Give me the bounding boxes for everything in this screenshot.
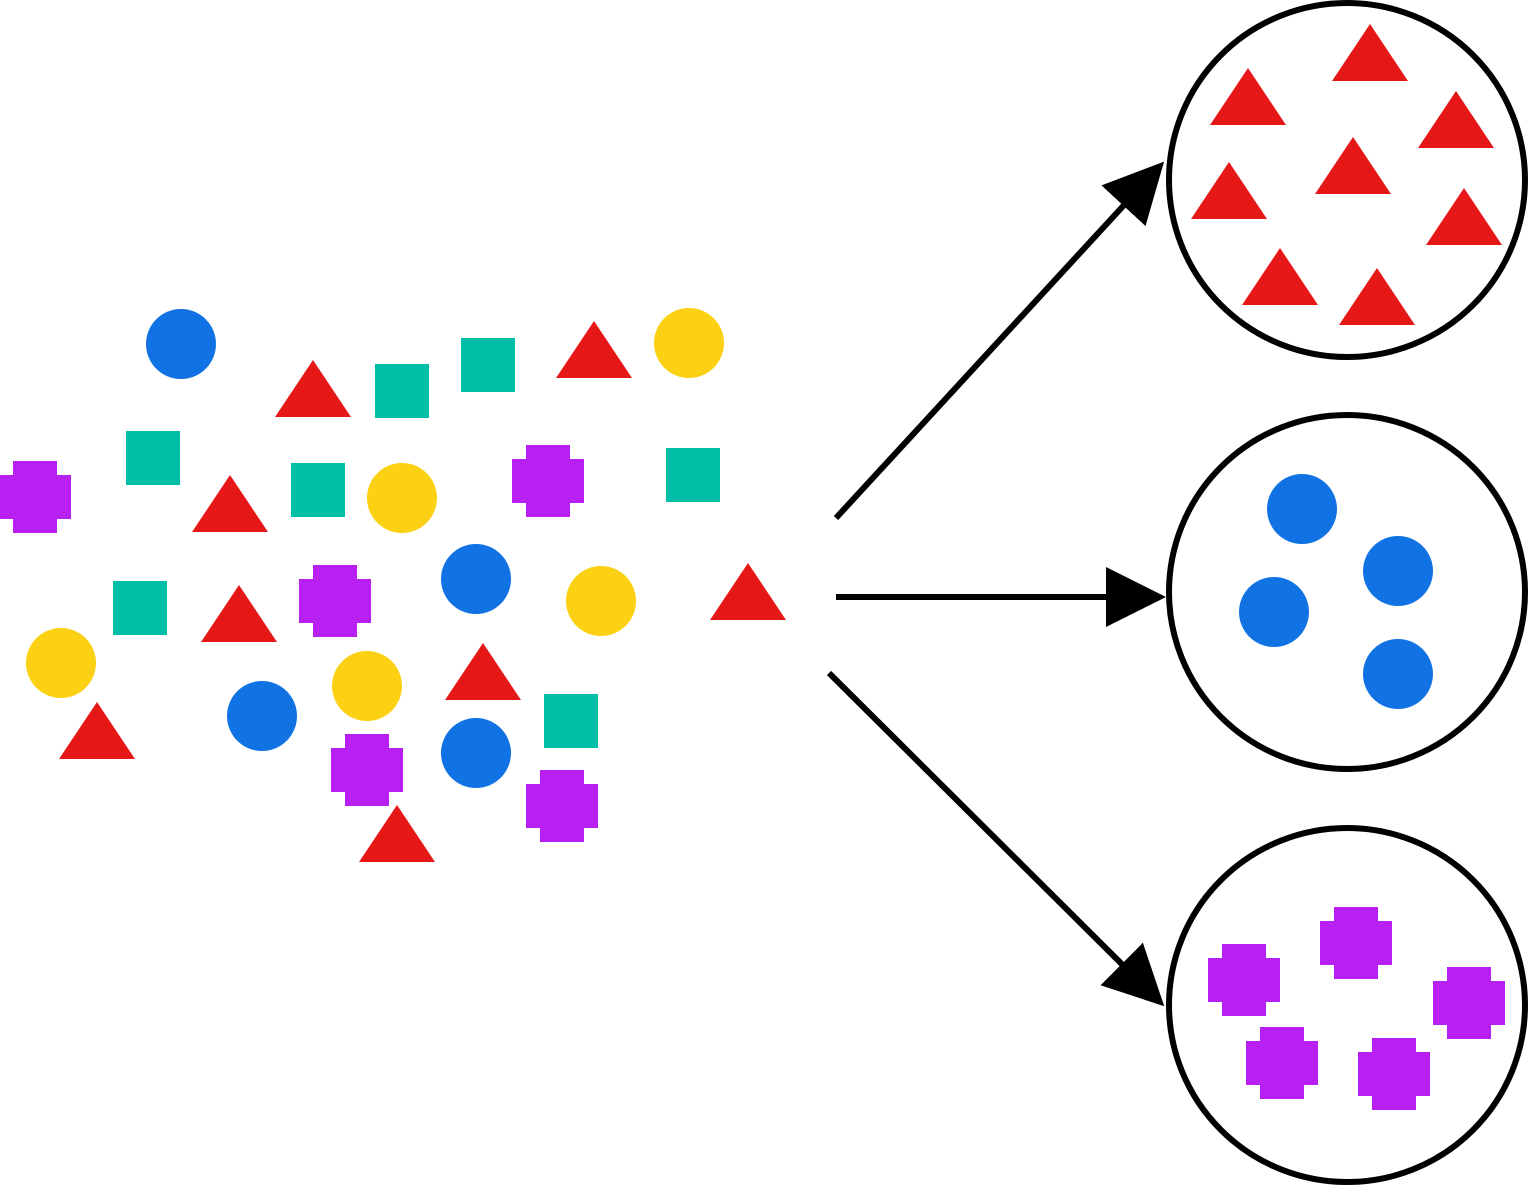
cross-icon (526, 770, 598, 842)
circle-icon (1239, 577, 1309, 647)
triangle-icon (1315, 137, 1391, 194)
cross-icon (512, 445, 584, 517)
triangle-icon (445, 643, 521, 700)
cross-icon (299, 565, 371, 637)
yellow-circle-icon (367, 463, 437, 533)
triangle-icon (59, 702, 135, 759)
circle-icon (441, 718, 511, 788)
triangle-group-container (1166, 0, 1528, 360)
triangle-icon (1339, 268, 1415, 325)
cross-icon (1358, 1038, 1430, 1110)
circle-icon (1363, 536, 1433, 606)
cross-icon (0, 461, 71, 533)
circle-icon (1363, 639, 1433, 709)
triangle-icon (1418, 91, 1494, 148)
cross-icon (1246, 1027, 1318, 1099)
yellow-circle-icon (26, 628, 96, 698)
yellow-circle-icon (332, 651, 402, 721)
circle-icon (1267, 474, 1337, 544)
arrows (826, 161, 1166, 1007)
triangle-icon (556, 321, 632, 378)
circle-icon (146, 309, 216, 379)
yellow-circle-icon (654, 308, 724, 378)
arrow-to-crosses (826, 670, 1165, 1007)
triangle-icon (1210, 68, 1286, 125)
square-icon (461, 338, 515, 392)
triangle-icon (1242, 248, 1318, 305)
cross-icon (1208, 944, 1280, 1016)
square-icon (113, 581, 167, 635)
yellow-circle-icon (566, 566, 636, 636)
circle-icon (441, 544, 511, 614)
triangle-icon (1191, 162, 1267, 219)
triangle-icon (1426, 188, 1502, 245)
triangle-group (1166, 0, 1528, 360)
arrow-to-triangles (833, 161, 1165, 521)
circle-group-container (1166, 412, 1528, 772)
cross-group-container (1166, 825, 1528, 1185)
triangle-icon (359, 805, 435, 862)
triangle-icon (201, 585, 277, 642)
cross-group (1166, 825, 1528, 1185)
cross-icon (1433, 967, 1505, 1039)
cross-icon (331, 734, 403, 806)
cross-icon (1320, 907, 1392, 979)
circle-group (1166, 412, 1528, 772)
triangle-icon (710, 563, 786, 620)
square-icon (666, 448, 720, 502)
square-icon (126, 431, 180, 485)
triangle-icon (192, 475, 268, 532)
circle-icon (227, 681, 297, 751)
triangle-icon (1332, 24, 1408, 81)
square-icon (544, 694, 598, 748)
mixed-shapes-cluster (0, 308, 786, 862)
square-icon (375, 364, 429, 418)
square-icon (291, 463, 345, 517)
triangle-icon (275, 360, 351, 417)
